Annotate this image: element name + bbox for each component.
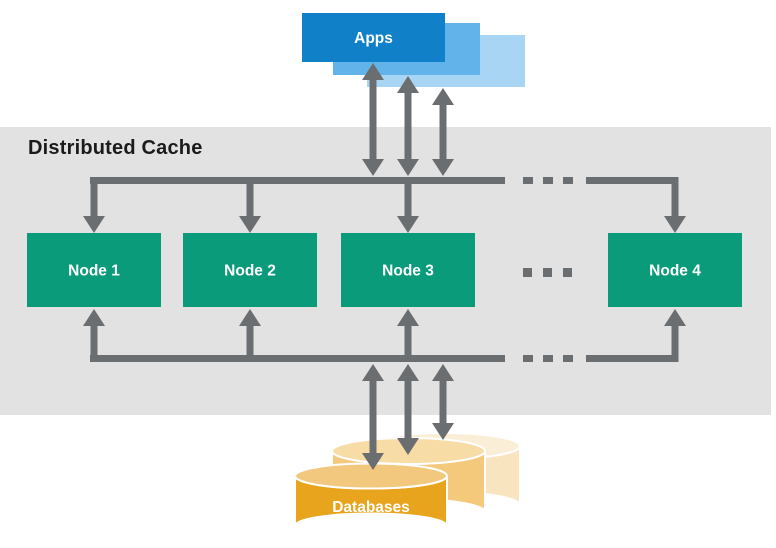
double-arrow-apps-1 [362, 63, 384, 176]
double-arrow-apps-3 [432, 88, 454, 176]
node-label-1: Node 1 [68, 263, 120, 280]
bottom-connector-line [90, 355, 679, 362]
top-line-dash-1 [523, 177, 533, 184]
down-arrow-node-1 [83, 177, 105, 233]
databases-label: Databases [332, 499, 410, 516]
bottom-line-left-segment [90, 355, 505, 362]
double-arrow-db-3 [432, 364, 454, 440]
top-line-dash-2 [543, 177, 553, 184]
top-connector-line [90, 177, 679, 184]
ellipsis-dot-2 [543, 268, 552, 277]
bottom-line-dash-1 [523, 355, 533, 362]
top-line-left-segment [90, 177, 505, 184]
up-arrow-node-3 [397, 309, 419, 362]
apps-label: Apps [354, 30, 393, 47]
up-arrow-node-1 [83, 309, 105, 362]
down-arrow-node-2 [239, 177, 261, 233]
down-arrow-node-3 [397, 177, 419, 233]
double-arrow-apps-2 [397, 76, 419, 176]
connectors [83, 63, 686, 470]
node-label-3: Node 3 [382, 263, 434, 280]
bottom-line-dash-3 [563, 355, 573, 362]
node-box-3 [341, 233, 475, 307]
bottom-line-dash-2 [543, 355, 553, 362]
node-box-1 [27, 233, 161, 307]
top-line-right-segment [586, 177, 679, 184]
ellipsis-dot-1 [523, 268, 532, 277]
cache-nodes: Node 1 Node 2 Node 3 Node 4 [27, 233, 742, 307]
up-arrow-node-2 [239, 309, 261, 362]
node-box-4 [608, 233, 742, 307]
bottom-line-right-segment [586, 355, 679, 362]
apps-stack: Apps [302, 13, 525, 87]
down-arrow-node-4 [664, 177, 686, 233]
page-title: Distributed Cache [28, 137, 203, 159]
node-label-4: Node 4 [649, 263, 701, 280]
ellipsis-dot-3 [563, 268, 572, 277]
database-cylinder-front-top [294, 462, 448, 490]
double-arrow-db-1 [362, 364, 384, 470]
up-arrow-node-4 [664, 309, 686, 362]
top-line-dash-3 [563, 177, 573, 184]
database-cylinder-front: Databases [294, 462, 448, 527]
node-label-2: Node 2 [224, 263, 276, 280]
ellipsis-dots [523, 268, 572, 277]
double-arrow-db-2 [397, 364, 419, 455]
app-box-front [302, 13, 445, 62]
node-box-2 [183, 233, 317, 307]
